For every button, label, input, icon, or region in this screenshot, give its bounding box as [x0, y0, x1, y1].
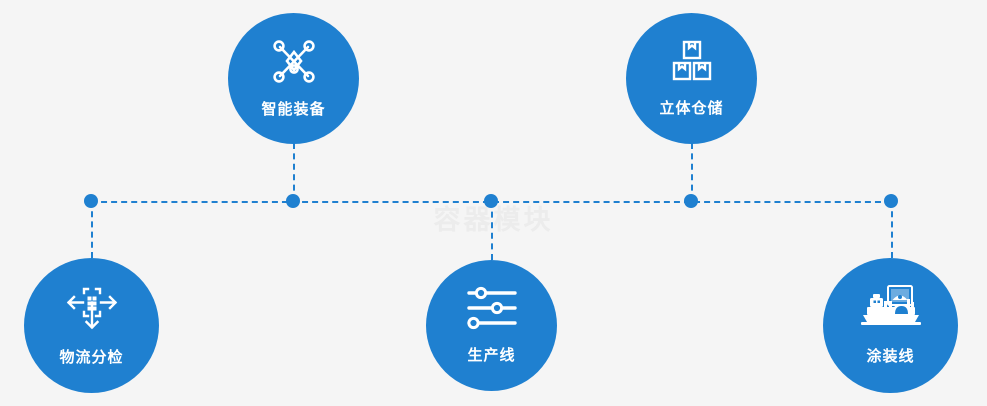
branch-line-intelligent-equipment — [293, 143, 295, 201]
node-painting-line[interactable]: 涂装线 — [823, 258, 958, 393]
trunk-dot-intelligent-equipment[interactable] — [286, 194, 300, 208]
trunk-dot-painting-line[interactable] — [884, 194, 898, 208]
painting-machine-icon — [860, 285, 921, 331]
stacked-boxes-icon — [666, 39, 718, 85]
node-label-painting-line: 涂装线 — [866, 348, 915, 365]
trunk-dot-logistics-sorting[interactable] — [84, 194, 98, 208]
node-stereo-warehouse[interactable]: 立体仓储 — [626, 13, 757, 144]
node-label-stereo-warehouse: 立体仓储 — [659, 100, 724, 117]
branch-line-logistics-sorting — [91, 201, 93, 258]
node-intelligent-equipment[interactable]: 智能装备 — [228, 13, 359, 144]
node-logistics-sorting[interactable]: 物流分检 — [24, 258, 159, 393]
branch-line-stereo-warehouse — [691, 143, 693, 201]
network-nodes-icon — [268, 38, 320, 86]
branch-line-production-line — [491, 201, 493, 260]
node-label-production-line: 生产线 — [467, 347, 516, 364]
branch-line-painting-line — [891, 201, 893, 258]
sliders-icon — [465, 286, 519, 330]
node-label-intelligent-equipment: 智能装备 — [261, 101, 326, 118]
sorting-arrows-icon — [66, 284, 118, 332]
trunk-dot-production-line[interactable] — [484, 194, 498, 208]
node-production-line[interactable]: 生产线 — [426, 260, 557, 391]
trunk-dot-stereo-warehouse[interactable] — [684, 194, 698, 208]
node-label-logistics-sorting: 物流分检 — [59, 349, 124, 366]
